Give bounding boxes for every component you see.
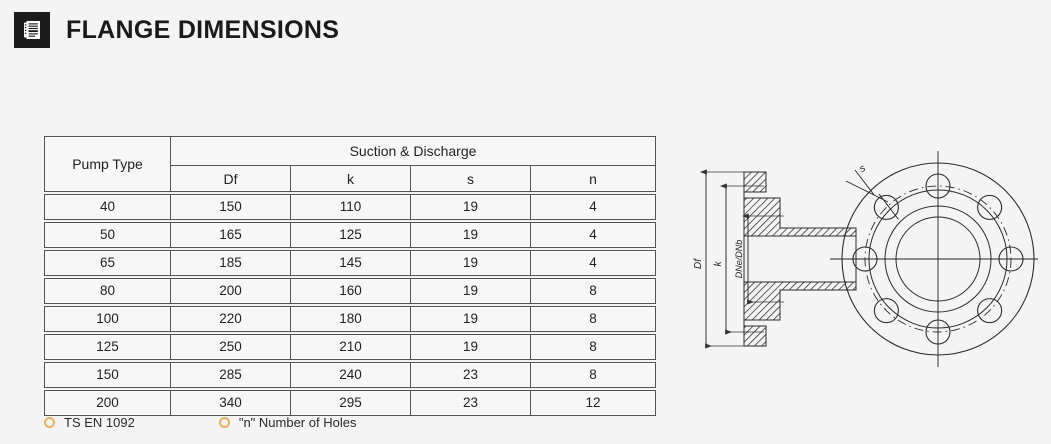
cell-k: 180 xyxy=(291,307,411,331)
bolt-circle xyxy=(864,185,1012,333)
cell-k: 110 xyxy=(291,195,411,219)
flange-dimensions-table: Pump Type Suction & Discharge Df k s n 4… xyxy=(44,136,656,416)
cell-k: 145 xyxy=(291,251,411,275)
dimension-k: k xyxy=(713,183,764,335)
cell-pump-type: 200 xyxy=(45,391,171,415)
document-icon xyxy=(14,12,50,48)
table-row: 125 250 210 19 8 xyxy=(44,334,656,360)
legend-item-holes: "n" Number of Holes xyxy=(218,415,357,430)
column-header-k: k xyxy=(291,166,411,191)
column-header-pump-type: Pump Type xyxy=(45,137,171,191)
column-group-header-suction-discharge: Suction & Discharge xyxy=(171,137,655,166)
raised-face-circle xyxy=(868,189,1008,329)
legend-item-standard: TS EN 1092 xyxy=(44,415,135,430)
bore-inner-circle xyxy=(895,216,981,302)
page-title: FLANGE DIMENSIONS xyxy=(66,15,340,44)
dimension-label-k: k xyxy=(713,261,724,267)
outer-diameter-circle xyxy=(841,162,1035,356)
cell-s: 19 xyxy=(411,223,531,247)
flange-technical-drawing: Df k DNe/DNb xyxy=(688,136,1046,381)
cell-n: 4 xyxy=(589,255,597,271)
dimension-label-dne-dnb: DNe/DNb xyxy=(734,240,744,279)
suction-discharge-group: Suction & Discharge Df k s n xyxy=(171,137,655,191)
table-row: 40 150 110 19 4 xyxy=(44,194,656,220)
cell-k: 125 xyxy=(291,223,411,247)
cell-n: 8 xyxy=(589,311,597,327)
cell-s: 19 xyxy=(411,251,531,275)
dimension-dne-dnb: DNe/DNb xyxy=(734,213,784,305)
cell-pump-type: 80 xyxy=(45,279,171,303)
cell-n: 12 xyxy=(585,395,601,411)
cell-n: 8 xyxy=(589,339,597,355)
table-row: 100 220 180 19 8 xyxy=(44,306,656,332)
circle-bullet-icon xyxy=(218,417,230,428)
legend-label: TS EN 1092 xyxy=(64,415,135,430)
column-header-df: Df xyxy=(171,166,291,191)
cell-pump-type: 50 xyxy=(45,223,171,247)
cell-s: 19 xyxy=(411,195,531,219)
dimension-s xyxy=(845,169,899,220)
cell-n: 4 xyxy=(589,227,597,243)
bore-outer-circle xyxy=(884,205,992,313)
cell-pump-type: 40 xyxy=(45,195,171,219)
cell-s: 19 xyxy=(411,279,531,303)
cell-df: 220 xyxy=(171,307,291,331)
dimension-label-s: s xyxy=(858,163,868,175)
cell-n: 8 xyxy=(589,283,597,299)
table-row: 200 340 295 23 12 xyxy=(44,390,656,416)
cell-k: 210 xyxy=(291,335,411,359)
cell-s: 19 xyxy=(411,307,531,331)
table-row: 150 285 240 23 8 xyxy=(44,362,656,388)
cell-s: 23 xyxy=(411,391,531,415)
table-row: 50 165 125 19 4 xyxy=(44,222,656,248)
circle-bullet-icon xyxy=(44,417,55,428)
cell-df: 285 xyxy=(171,363,291,387)
dimension-df: Df xyxy=(693,169,744,349)
cell-n: 8 xyxy=(589,367,597,383)
cell-df: 150 xyxy=(171,195,291,219)
cell-df: 185 xyxy=(171,251,291,275)
sub-header-row: Df k s n xyxy=(171,166,655,191)
legend-label: "n" Number of Holes xyxy=(238,415,357,430)
dimension-label-df: Df xyxy=(693,258,704,269)
page-header: FLANGE DIMENSIONS xyxy=(14,12,339,48)
cell-pump-type: 100 xyxy=(45,307,171,331)
cell-df: 250 xyxy=(171,335,291,359)
cell-pump-type: 125 xyxy=(45,335,171,359)
column-header-n: n xyxy=(589,170,597,187)
cell-s: 23 xyxy=(411,363,531,387)
column-header-s: s xyxy=(411,166,531,191)
cell-df: 340 xyxy=(171,391,291,415)
table-row: 80 200 160 19 8 xyxy=(44,278,656,304)
bolt-holes xyxy=(852,173,1024,345)
cell-k: 240 xyxy=(291,363,411,387)
cell-k: 160 xyxy=(291,279,411,303)
cell-df: 200 xyxy=(171,279,291,303)
cell-pump-type: 150 xyxy=(45,363,171,387)
centerlines xyxy=(830,151,1046,367)
cell-s: 19 xyxy=(411,335,531,359)
legend: TS EN 1092 "n" Number of Holes xyxy=(44,415,356,430)
cross-section-view: Df k DNe/DNb xyxy=(693,169,857,349)
cell-df: 165 xyxy=(171,223,291,247)
table-row: 65 185 145 19 4 xyxy=(44,250,656,276)
table-header: Pump Type Suction & Discharge Df k s n xyxy=(44,136,656,192)
front-view: s xyxy=(830,151,1046,367)
cell-pump-type: 65 xyxy=(45,251,171,275)
cell-k: 295 xyxy=(291,391,411,415)
cell-n: 4 xyxy=(589,199,597,215)
